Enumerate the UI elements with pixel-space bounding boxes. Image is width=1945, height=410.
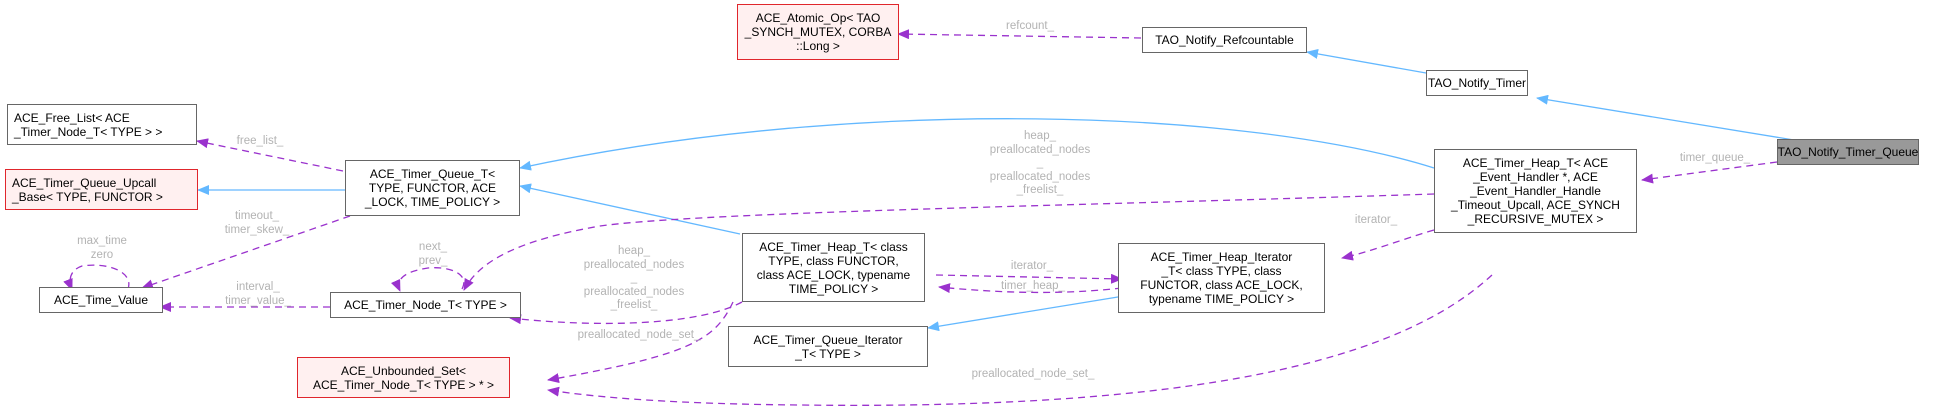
- edge-label-node-set-generic: preallocated_node_set_: [577, 329, 701, 341]
- node-ace-timer-queue-t[interactable]: ACE_Timer_Queue_T< TYPE, FUNCTOR, ACE _L…: [345, 160, 520, 216]
- edge-use-timeout-skew: [141, 215, 351, 290]
- node-ace-timer-queue-iterator-t[interactable]: ACE_Timer_Queue_Iterator _T< TYPE >: [728, 326, 928, 367]
- node-ace-timer-heap-iterator-t[interactable]: ACE_Timer_Heap_Iterator _T< class TYPE, …: [1118, 243, 1325, 313]
- edge-label-timer-heap: timer_heap_: [1001, 280, 1065, 292]
- node-ace-timer-heap-t-generic[interactable]: ACE_Timer_Heap_T< class TYPE, class FUNC…: [742, 233, 925, 302]
- edge-inherit-heap-specific-to-queue-t: [519, 118, 1435, 171]
- edge-use-timer-heap: [938, 283, 1123, 294]
- edge-use-free-list: [196, 138, 344, 172]
- edge-use-max-zero-self: [63, 264, 130, 291]
- edge-label-node-set-specific: preallocated_node_set_: [971, 368, 1095, 380]
- edge-inherit-heap-iterator-to-queue-iterator: [927, 295, 1125, 332]
- node-tao-notify-timer-queue: TAO_Notify_Timer_Queue: [1777, 139, 1919, 165]
- edge-label-max-zero: max_time zero: [77, 235, 127, 261]
- edge-inherit-heap-generic-to-queue-t: [519, 183, 741, 235]
- edge-use-heap-nodes-generic: [509, 301, 743, 325]
- edge-use-heap-nodes-specific: [463, 193, 1435, 291]
- edge-label-iterator-specific: iterator_: [1354, 214, 1398, 226]
- edge-label-refcount: refcount_: [1006, 20, 1054, 32]
- edge-label-iterator-generic: iterator_: [1010, 260, 1054, 272]
- node-ace-timer-node-t[interactable]: ACE_Timer_Node_T< TYPE >: [330, 292, 521, 318]
- edge-label-timeout-skew: timeout_ timer_skew_: [224, 210, 290, 236]
- edge-label-next-prev: next_ prev_: [418, 241, 448, 267]
- edge-use-next-prev-self: [390, 267, 465, 292]
- node-tao-notify-timer[interactable]: TAO_Notify_Timer: [1426, 70, 1528, 96]
- edge-use-node-set-generic: [547, 301, 734, 384]
- edge-label-interval-value: interval_ timer_value_: [225, 281, 291, 307]
- node-ace-atomic-op[interactable]: ACE_Atomic_Op< TAO _SYNCH_MUTEX, CORBA :…: [737, 4, 899, 60]
- edge-inherit-timer-queue-to-notify-timer: [1536, 94, 1801, 142]
- edge-use-timer-queue: [1641, 161, 1778, 184]
- node-ace-timer-queue-upcall-base[interactable]: ACE_Timer_Queue_Upcall _Base< TYPE, FUNC…: [5, 169, 198, 210]
- edge-use-refcount: [897, 29, 1142, 40]
- node-ace-timer-heap-t-specific[interactable]: ACE_Timer_Heap_T< ACE _Event_Handler *, …: [1434, 149, 1637, 233]
- node-tao-notify-refcountable[interactable]: TAO_Notify_Refcountable: [1142, 27, 1307, 53]
- edge-label-free-list: free_list_: [236, 135, 284, 147]
- node-ace-free-list[interactable]: ACE_Free_List< ACE _Timer_Node_T< TYPE >…: [7, 104, 197, 145]
- edge-use-iterator-generic: [935, 273, 1123, 284]
- node-ace-unbounded-set[interactable]: ACE_Unbounded_Set< ACE_Timer_Node_T< TYP…: [297, 357, 510, 398]
- edge-use-iterator-specific: [1341, 229, 1435, 261]
- edge-inherit-notify-timer-to-refcountable: [1306, 48, 1427, 74]
- edge-label-heap-nodes-specific: heap_ preallocated_nodes _ preallocated_…: [989, 130, 1091, 196]
- edge-use-node-set-specific: [547, 274, 1493, 406]
- edge-label-heap-nodes-generic: heap_ preallocated_nodes _ preallocated_…: [583, 245, 685, 311]
- node-ace-time-value[interactable]: ACE_Time_Value: [39, 287, 163, 313]
- edge-label-timer-queue: timer_queue_: [1679, 152, 1751, 164]
